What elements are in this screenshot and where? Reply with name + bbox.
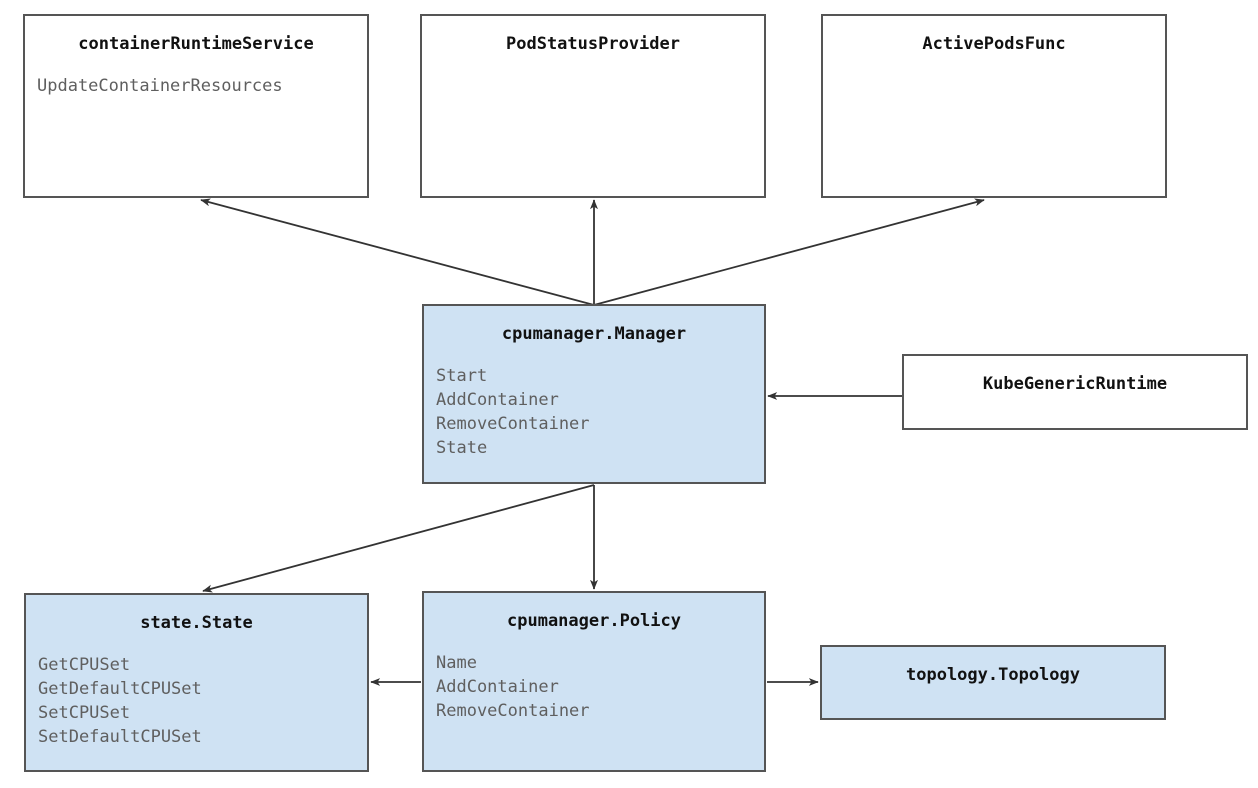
uml-member-list: UpdateContainerResources (37, 74, 283, 98)
uml-member: State (436, 438, 488, 458)
uml-member: AddContainer (436, 390, 559, 410)
uml-class-title: KubeGenericRuntime (982, 374, 1168, 394)
uml-class-title: PodStatusProvider (506, 34, 680, 54)
uml-class-title: ActivePodsFunc (922, 34, 1066, 54)
diagram-edge-manager-to-containerRuntimeService (200, 198, 595, 306)
uml-member: GetDefaultCPUSet (38, 679, 202, 699)
uml-member: RemoveContainer (436, 701, 590, 721)
uml-class-title: containerRuntimeService (78, 34, 314, 54)
diagram-edge-manager-to-stateState (202, 484, 595, 593)
uml-member: GetCPUSet (38, 655, 131, 675)
uml-member: Name (436, 653, 477, 673)
uml-class-box-ActivePodsFunc[interactable]: ActivePodsFunc (821, 14, 1167, 198)
uml-class-title: cpumanager.Manager (501, 324, 687, 344)
uml-class-title: topology.Topology (906, 665, 1080, 685)
uml-class-box-KubeGenericRuntime[interactable]: KubeGenericRuntime (902, 354, 1248, 430)
uml-member: SetDefaultCPUSet (38, 727, 202, 747)
uml-class-box-topologyTopology[interactable]: topology.Topology (820, 645, 1166, 720)
uml-member: SetCPUSet (38, 703, 131, 723)
uml-member: UpdateContainerResources (37, 76, 283, 96)
uml-member: Start (436, 366, 488, 386)
uml-class-title: state.State (140, 613, 253, 633)
uml-class-box-PodStatusProvider[interactable]: PodStatusProvider (420, 14, 766, 198)
uml-member: RemoveContainer (436, 414, 590, 434)
uml-class-title: cpumanager.Policy (507, 611, 681, 631)
diagram-edge-manager-to-activePodsFunc (593, 198, 985, 306)
uml-member: AddContainer (436, 677, 559, 697)
